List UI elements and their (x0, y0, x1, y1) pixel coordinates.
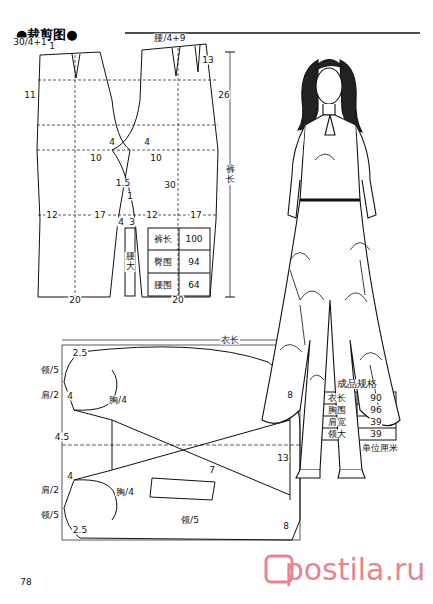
dimension-label: 2.5 (72, 526, 88, 535)
dimension-label: 肩/2 (40, 391, 60, 400)
dimension-label: 8 (286, 391, 294, 400)
dimension-label: 12 (45, 211, 58, 220)
dimension-label: 腰大 (125, 252, 136, 272)
dimension-label: 胸围 (327, 406, 347, 415)
dimension-label: 26 (217, 91, 230, 100)
dimension-label: 4 (117, 218, 125, 227)
dimension-label: 1.5 (115, 179, 131, 188)
dimension-label: 腰/4+9 (153, 34, 186, 43)
dimension-label: 11 (23, 91, 36, 100)
dimension-label: 腰围 (153, 281, 173, 290)
dimension-label: 3 (128, 218, 136, 227)
dimension-label: 4 (66, 472, 74, 481)
dimension-label: 胸/4 (108, 396, 128, 405)
dimension-label: 8 (282, 522, 290, 531)
dimension-label: 胸/4 (115, 488, 135, 497)
dimension-label: 肩宽 (327, 418, 347, 427)
dimension-label: 39 (369, 430, 382, 439)
dimension-label: 领大 (327, 430, 347, 439)
dimension-label: 领/5 (40, 366, 60, 375)
watermark: postila.ru (284, 555, 427, 585)
dimension-label: 裤长 (225, 165, 236, 185)
dimension-label: 4 (143, 138, 151, 147)
dimension-label: 30 (163, 181, 176, 190)
dimension-label: 100 (184, 235, 203, 244)
dimension-label: 1 (126, 192, 134, 201)
dimension-label: 10 (89, 154, 102, 163)
dimension-label: 4 (66, 392, 74, 401)
dimension-label: 96 (369, 406, 382, 415)
dimension-label: 20 (171, 296, 184, 305)
dimension-label: 17 (93, 211, 106, 220)
dimension-label: 衣长 (220, 336, 240, 345)
dimension-label: 90 (369, 394, 382, 403)
dimension-label: 4 (108, 138, 116, 147)
dimension-label: 94 (187, 258, 200, 267)
dimension-label: 4.5 (54, 433, 70, 442)
dimension-label: 13 (276, 454, 289, 463)
dimension-label: 78 (19, 578, 32, 587)
dimension-label: 衣长 (327, 394, 347, 403)
dimension-label: 2.5 (72, 349, 88, 358)
dimension-label: 领/5 (180, 516, 200, 525)
dimension-label: 39 (369, 418, 382, 427)
dimension-label: 单位厘米 (361, 444, 399, 453)
dimension-label: 30/4+1 (12, 38, 47, 47)
dimension-label: 10 (149, 154, 162, 163)
dimension-label: 17 (189, 211, 202, 220)
dimension-label: 7 (208, 466, 216, 475)
dimension-label: 64 (187, 281, 200, 290)
dimension-label: 20 (68, 296, 81, 305)
dimension-label: 裤长 (153, 235, 173, 244)
dimension-label: 臀围 (153, 258, 173, 267)
dimension-label: 12 (145, 211, 158, 220)
dimension-label: 1 (48, 42, 56, 51)
dimension-label: 领/5 (40, 511, 60, 520)
dimension-label: 13 (201, 56, 214, 65)
dimension-label: 肩/2 (40, 486, 60, 495)
dimension-label: 成品规格 (336, 379, 378, 389)
